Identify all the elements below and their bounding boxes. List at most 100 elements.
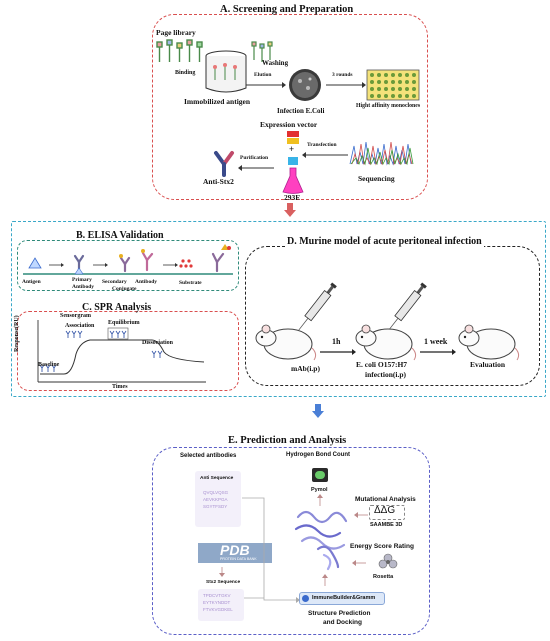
- secondary-antibody-label: Antibody: [135, 279, 158, 285]
- connector-lines: [242, 497, 300, 603]
- panel-b: [17, 240, 239, 291]
- panel-e: [152, 447, 430, 635]
- panel-a: [152, 14, 428, 200]
- secondary-label: Secondary: [102, 279, 127, 285]
- middle-container: [11, 221, 546, 397]
- infection-ip-label: infection(i.p): [365, 370, 407, 379]
- stx2-seq-line-1: TPDCVTGKV: [203, 593, 231, 598]
- antigen-label: Antigen: [22, 279, 41, 285]
- arrow-week: [420, 349, 456, 355]
- panel-d-title: D. Murine model of acute peritoneal infe…: [285, 236, 484, 247]
- expression-vector-label: Expression vector: [260, 120, 318, 129]
- hbond-label: Hydrogen Bond Count: [286, 452, 350, 458]
- energy-label: Energy Score Rating: [350, 543, 414, 550]
- purification-label: Purification: [240, 155, 269, 161]
- selected-antibodies-label: Selected antibodies: [180, 453, 237, 459]
- immunebuilder-icon: [302, 595, 309, 602]
- ecoli-label: E. coli O157:H7: [356, 360, 408, 369]
- purification-arrow: [238, 165, 274, 171]
- elution-arrow: [246, 82, 286, 88]
- anti-sequence-title: Anti Sequence: [200, 476, 234, 481]
- immobilized-antigen-label: Immobilized antigen: [184, 97, 251, 106]
- flow-arrow-a: [284, 203, 296, 217]
- pdb-down-arrow: [219, 567, 225, 577]
- evaluation-label: Evaluation: [470, 360, 506, 369]
- pdb-logo-text: PDB: [220, 542, 250, 558]
- stx2-sequence-title: Stx2 Sequence: [206, 580, 241, 585]
- flask-293e-icon: [282, 167, 304, 194]
- sequencing-chromatogram: [349, 141, 414, 166]
- pymol-label: Pymol: [311, 487, 328, 493]
- sensorgram-label: Sensorgram: [60, 313, 91, 319]
- structure-prediction-label: Structure Prediction: [308, 610, 371, 617]
- arrow-1h: [320, 349, 356, 355]
- anti-seq-line-1: QVQLVQSG: [203, 490, 229, 495]
- cell-293e-label: 293E: [284, 193, 301, 202]
- stx2-sequence-box: [198, 589, 244, 621]
- structure-up-arrow: [322, 574, 328, 586]
- protein-structure-icon: [294, 510, 348, 571]
- rosetta-label: Rosetta: [373, 574, 394, 580]
- panel-b-title: B. ELISA Validation: [76, 230, 164, 241]
- immunebuilder-label: ImmuneBuilder&Gramm: [312, 595, 376, 601]
- anti-seq-line-3: SGYTFSDY: [203, 504, 228, 509]
- panel-e-title: E. Prediction and Analysis: [228, 435, 347, 446]
- phage-library-icon: [156, 39, 203, 62]
- rosetta-icon: [378, 553, 398, 569]
- pdb-logo-subtext: PROTEIN DATA BANK: [220, 557, 257, 561]
- plus-sign: +: [289, 144, 295, 154]
- saambe-label: SAAMBE 3D: [370, 522, 403, 528]
- association-label: Association: [65, 323, 95, 329]
- page-library-label: Page library: [156, 28, 196, 37]
- dissociation-label: Dissociation: [142, 340, 174, 346]
- stx2-seq-line-3: FTVKVGDKEL: [203, 607, 233, 612]
- conjugate-label: Conjugate: [112, 286, 137, 292]
- anti-stx2-label: Anti-Stx2: [203, 177, 234, 186]
- panel-c-title: C. SPR Analysis: [82, 302, 152, 313]
- rounds-arrow: [326, 82, 366, 88]
- elution-label: Elution: [254, 72, 272, 78]
- panel-a-title: A. Screening and Preparation: [220, 4, 354, 15]
- delta-label: ΔΔG: [374, 505, 396, 516]
- x-axis-label: Times: [112, 384, 128, 390]
- stx2-seq-line-2: EYTKYNDDT: [203, 600, 231, 605]
- rosetta-arrow: [352, 560, 366, 566]
- primary-label: Primary: [72, 277, 92, 283]
- primary-antibody-label: Antibody: [72, 284, 95, 290]
- mouse-icon-1: [255, 324, 317, 361]
- docking-label: and Docking: [323, 619, 363, 626]
- rounds-label: 3 rounds: [332, 72, 353, 78]
- panel-c: [17, 311, 239, 391]
- washing-phage-icon: [251, 41, 273, 62]
- syringe-icon-2: [388, 282, 427, 331]
- transfection-arrow: [302, 152, 348, 158]
- cell-icon: [288, 157, 298, 165]
- flow-arrow-e: [312, 404, 324, 418]
- vector-icon: [287, 131, 299, 144]
- washing-label: Washing: [262, 59, 289, 67]
- equilibrium-label: Equilibrium: [108, 320, 140, 326]
- sequencing-label: Sequencing: [358, 174, 395, 183]
- pymol-arrow: [317, 494, 323, 506]
- pymol-icon-inner: [315, 471, 325, 479]
- mab-label: mAb(i.p): [291, 364, 320, 373]
- monoclones-label: Hight affinity monoclones: [356, 103, 421, 109]
- baseline-label: Baseline: [38, 362, 60, 368]
- substrate-label: Substrate: [179, 280, 202, 286]
- mutational-label: Mutational Analysis: [355, 496, 416, 503]
- mouse-icon-2: [355, 324, 417, 361]
- transfection-label: Transfection: [307, 142, 337, 148]
- anti-sequence-box: [195, 471, 241, 527]
- immunebuilder-box: [299, 592, 385, 605]
- beaker-icon: [205, 50, 247, 93]
- plate-icon: [366, 69, 420, 101]
- antibody-icon: [214, 151, 234, 177]
- infection-label: Infection E.Coli: [277, 107, 325, 115]
- pdb-logo: [198, 543, 272, 563]
- elisa-diagram: [23, 244, 233, 275]
- saambe-box: [369, 505, 405, 520]
- petri-dish-icon: [289, 69, 321, 101]
- sensorgram-plot: [37, 320, 206, 383]
- time-week-label: 1 week: [424, 337, 448, 346]
- binding-label: Binding: [175, 70, 196, 76]
